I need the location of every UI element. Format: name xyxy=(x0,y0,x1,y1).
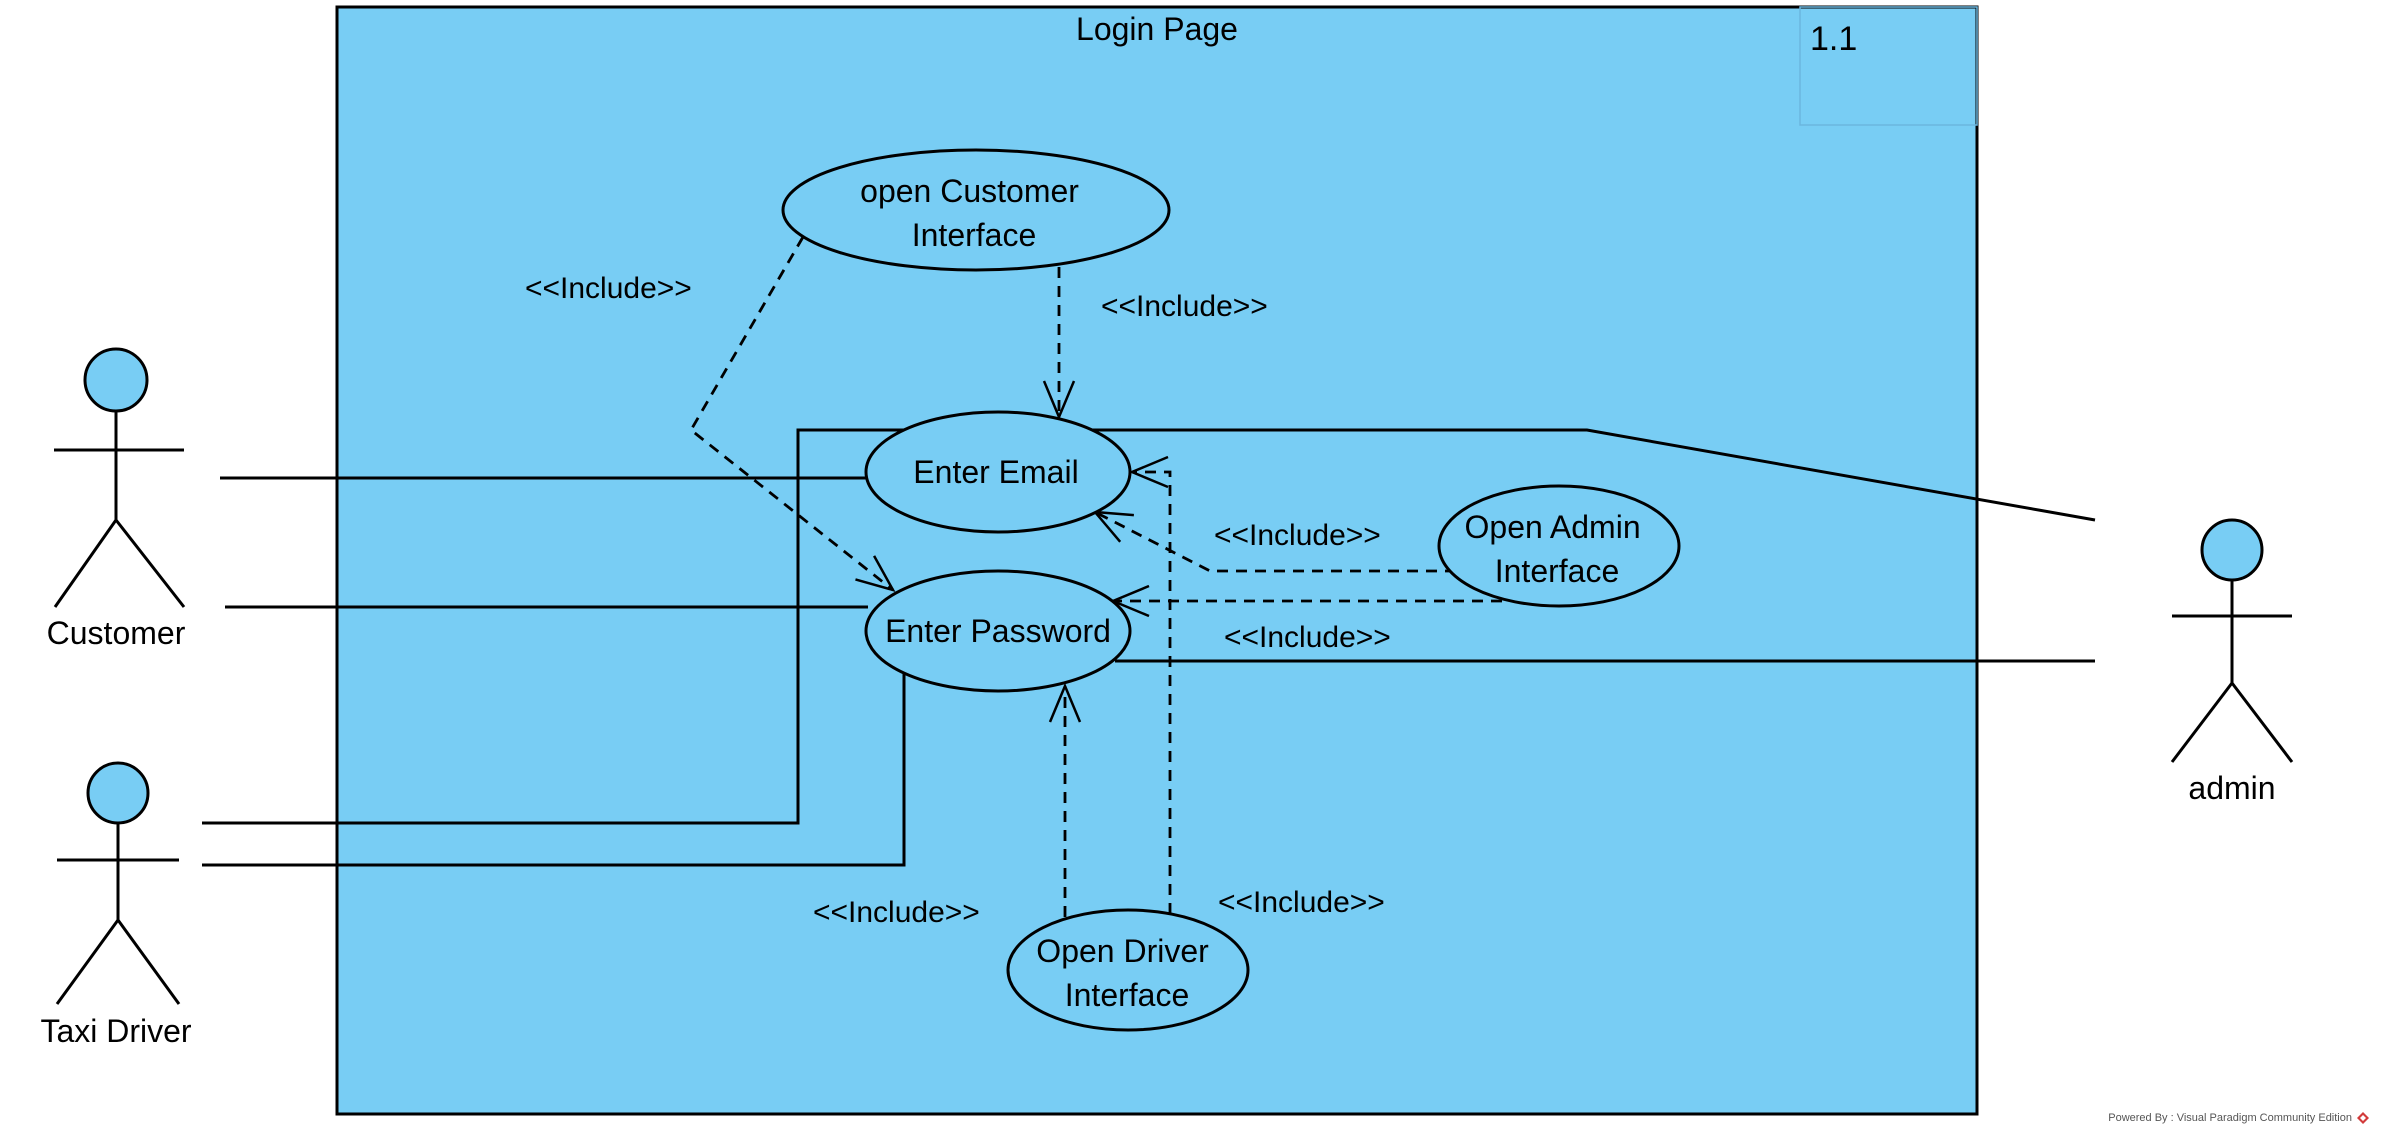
stick-figure-icon xyxy=(2170,518,2294,763)
use-case-label: Interface xyxy=(912,217,1037,253)
use-case-open-driver-interface[interactable]: Open Driver Interface xyxy=(1006,908,1250,1032)
include-label: <<Include>> xyxy=(1224,621,1391,654)
use-case-label: Open Admin xyxy=(1465,509,1641,545)
include-labels: <<Include>> <<Include>> <<Include>> <<In… xyxy=(525,272,1391,929)
include-driver-email xyxy=(1128,455,1172,914)
use-case-label: Open Driver xyxy=(1036,933,1209,969)
include-label: <<Include>> xyxy=(813,896,980,929)
system-title: Login Page xyxy=(1076,11,1238,47)
actor-customer[interactable]: Customer xyxy=(47,347,186,651)
visual-paradigm-logo-icon xyxy=(2357,1112,2369,1124)
footer-text: Powered By : Visual Paradigm Community E… xyxy=(2108,1112,2352,1124)
use-case-label: open Customer xyxy=(860,173,1079,209)
use-case-label: Interface xyxy=(1065,977,1190,1013)
use-case-open-customer-interface[interactable]: open Customer Interface xyxy=(781,148,1171,272)
stick-figure-icon xyxy=(53,347,186,608)
actor-taxi-driver[interactable]: Taxi Driver xyxy=(40,761,192,1049)
assoc-driver-password xyxy=(202,672,906,867)
svg-text:open Customer Interface: open Customer Interface xyxy=(860,173,1088,253)
include-label: <<Include>> xyxy=(1214,519,1381,552)
include-label: <<Include>> xyxy=(1218,886,1385,919)
footer: Powered By : Visual Paradigm Community E… xyxy=(2108,1111,2370,1125)
actor-label: Customer xyxy=(47,615,186,651)
use-case-label: Interface xyxy=(1495,553,1620,589)
version-label: 1.1 xyxy=(1810,20,1857,58)
include-dependencies xyxy=(689,236,1502,917)
use-case-label: Enter Password xyxy=(885,613,1111,649)
include-admin-email xyxy=(1092,510,1456,573)
actor-admin[interactable]: admin xyxy=(2170,518,2294,806)
include-label: <<Include>> xyxy=(525,272,692,305)
svg-text:Open Admin Interface: Open Admin Interface xyxy=(1465,509,1650,589)
include-label: <<Include>> xyxy=(1101,290,1268,323)
use-case-enter-email[interactable]: Enter Email xyxy=(864,410,1132,534)
use-case-enter-password[interactable]: Enter Password xyxy=(864,569,1132,693)
actor-label: Taxi Driver xyxy=(40,1013,191,1049)
associations xyxy=(202,428,2096,867)
assoc-admin-email xyxy=(1090,428,2096,522)
use-case-label: Enter Email xyxy=(913,454,1078,490)
svg-text:Open Driver Interface: Open Driver Interface xyxy=(1036,933,1217,1013)
actor-label: admin xyxy=(2188,770,2275,806)
version-box xyxy=(1799,6,1978,126)
use-case-open-admin-interface[interactable]: Open Admin Interface xyxy=(1437,484,1681,608)
stick-figure-icon xyxy=(55,761,181,1005)
